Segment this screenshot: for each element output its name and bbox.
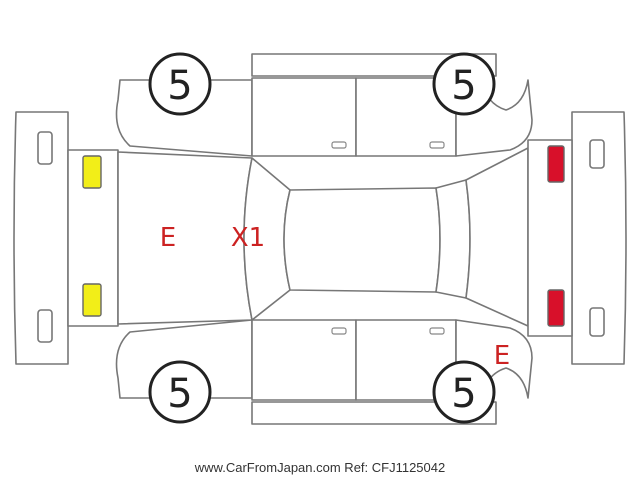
rear-right-door-handle	[429, 327, 445, 335]
front-left-door-handle	[331, 141, 347, 149]
tire-rear-left-grade: 5	[451, 63, 476, 109]
tire-rear-left: 5	[432, 52, 496, 116]
tire-front-right-grade: 5	[167, 371, 192, 417]
right-side-skirt	[251, 401, 497, 425]
damage-mark-hood-right: X1	[231, 223, 265, 253]
front-fascia	[67, 149, 119, 327]
tire-front-right: 5	[148, 360, 212, 424]
tire-front-left-grade: 5	[167, 63, 192, 109]
taillight-left	[547, 145, 565, 183]
damage-mark-hood-left: E	[160, 223, 176, 253]
rear-window	[435, 179, 471, 299]
rear-fascia	[527, 139, 573, 337]
left-side-skirt	[251, 53, 497, 77]
headlight-left	[82, 155, 102, 189]
damage-mark-rear-right: E	[494, 341, 510, 371]
front-right-door-handle	[331, 327, 347, 335]
rear-bumper	[571, 111, 627, 365]
footer-reference: www.CarFromJapan.com Ref: CFJ1125042	[194, 460, 445, 475]
tire-rear-right-grade: 5	[451, 371, 476, 417]
taillight-right	[547, 289, 565, 327]
rear-left-door-handle	[429, 141, 445, 149]
rear-hatch	[465, 147, 529, 327]
front-bumper	[13, 111, 69, 365]
roof	[283, 187, 441, 293]
right-side-panels	[115, 319, 533, 425]
tire-front-left: 5	[148, 52, 212, 116]
front-right-door	[251, 319, 357, 401]
tire-rear-right: 5	[432, 360, 496, 424]
headlight-right	[82, 283, 102, 317]
front-left-door	[251, 77, 357, 157]
